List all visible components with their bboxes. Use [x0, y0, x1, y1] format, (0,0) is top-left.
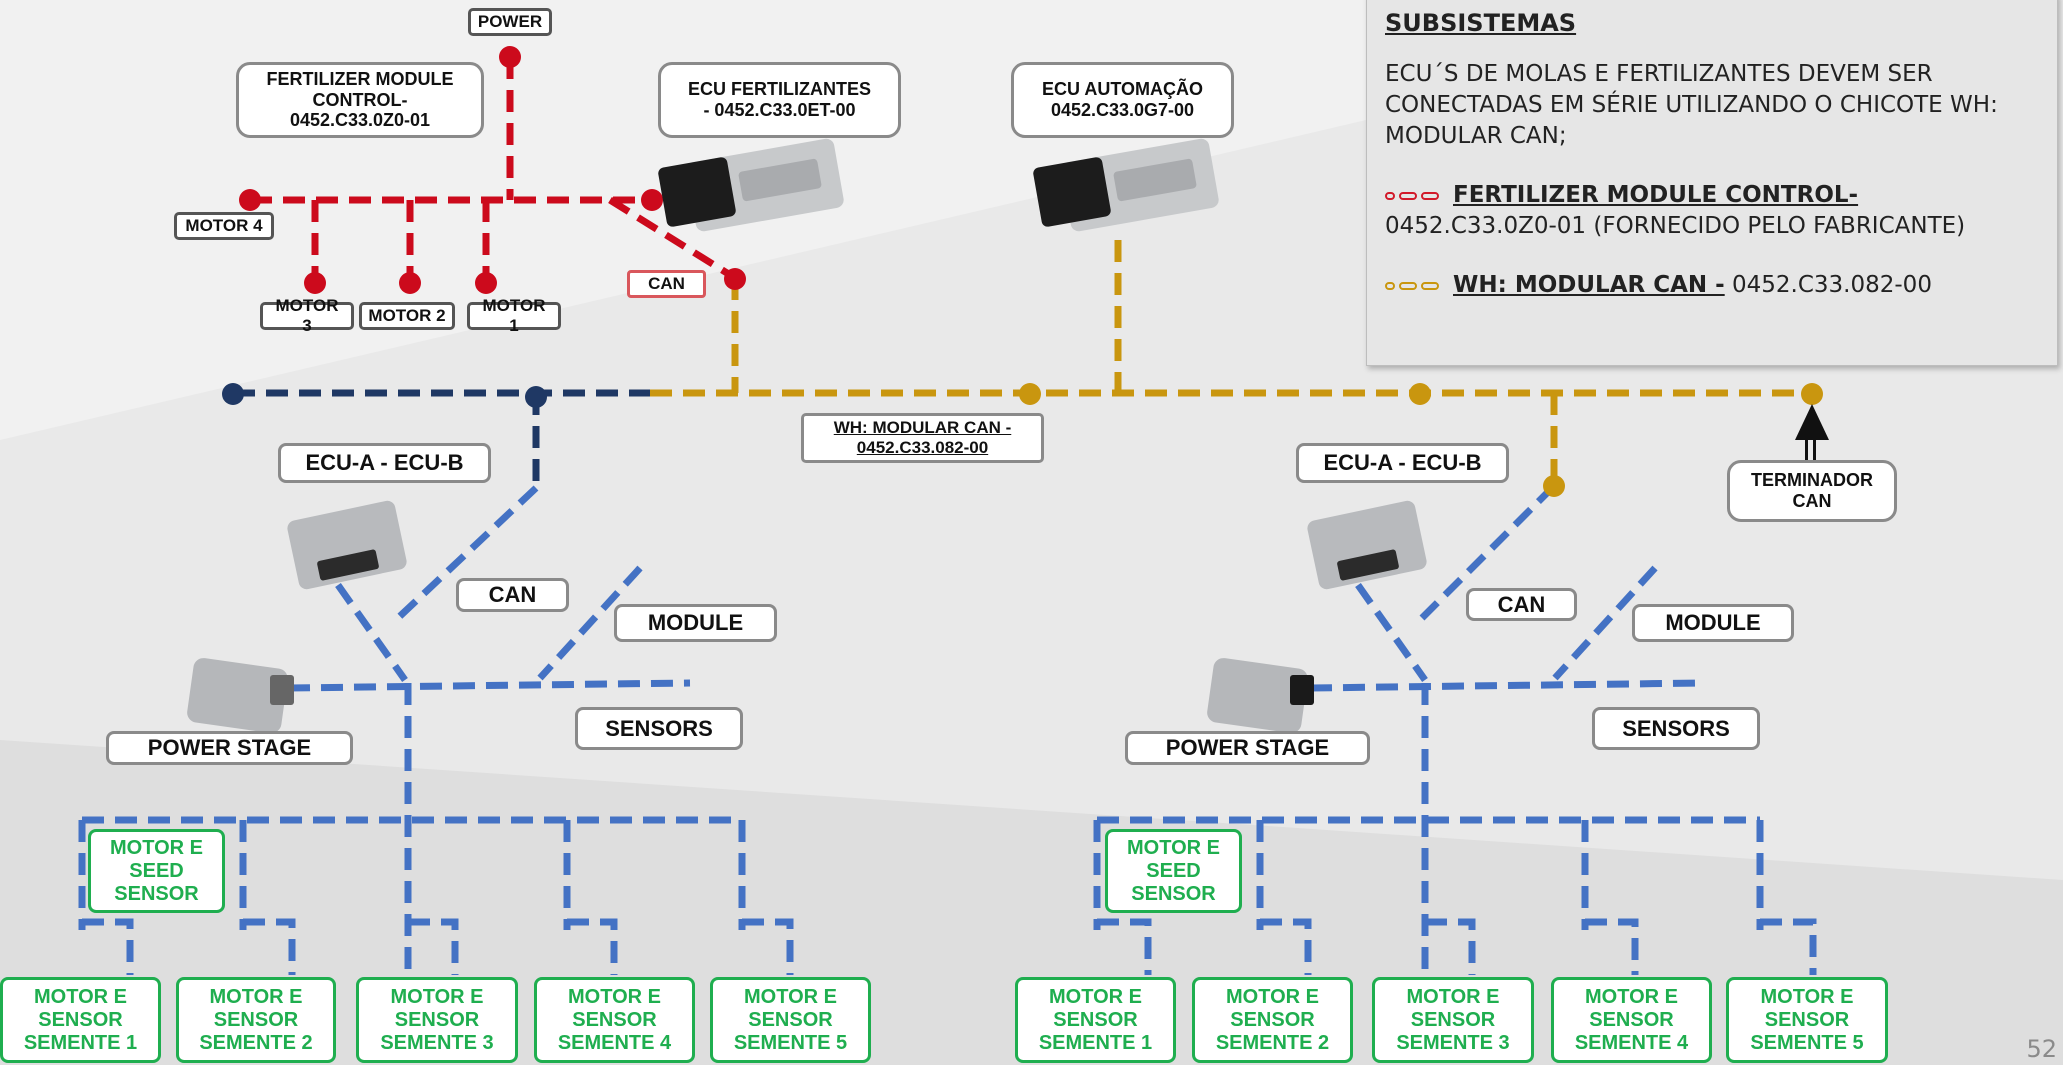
unit-2-harness: [1093, 483, 1817, 1020]
gold-harness-legend-icon: [1385, 281, 1439, 290]
unit-1-motor-sensor-1: MOTOR E SENSOR SEMENTE 1: [0, 977, 161, 1063]
ecu-fertilizantes-icon: [658, 138, 844, 232]
ecu-automacao-label: ECU AUTOMAÇÃO 0452.C33.0G7-00: [1011, 62, 1234, 138]
unit-1-seed-sensor-label: MOTOR E SEED SENSOR: [88, 829, 225, 913]
power-stage-icon: [187, 658, 294, 734]
unit-1-motor-sensor-4: MOTOR E SENSOR SEMENTE 4: [534, 977, 695, 1063]
unit-1-motor-sensor-5: MOTOR E SENSOR SEMENTE 5: [710, 977, 871, 1063]
unit-2-power-stage-label: POWER STAGE: [1125, 731, 1370, 765]
panel-body: ECU´S DE MOLAS E FERTILIZANTES DEVEM SER…: [1385, 61, 1998, 149]
ecu-fertilizantes-label: ECU FERTILIZANTES - 0452.C33.0ET-00: [658, 62, 901, 138]
ecu-a-b-icon: [1307, 500, 1427, 590]
unit-1-can-label: CAN: [456, 578, 569, 612]
terminador-can-label: TERMINADOR CAN: [1727, 460, 1897, 522]
unit-2-motor-sensor-2: MOTOR E SENSOR SEMENTE 2: [1192, 977, 1353, 1063]
page-number: 52: [2026, 1035, 2057, 1063]
ecu-a-b-icon: [287, 500, 407, 590]
unit-1-motor-sensor-3: MOTOR E SENSOR SEMENTE 3: [356, 977, 518, 1063]
unit-2-ecu-label: ECU-A - ECU-B: [1296, 443, 1509, 483]
junction-dots: [222, 46, 1823, 497]
unit-2-motor-sensor-5: MOTOR E SENSOR SEMENTE 5: [1726, 977, 1888, 1063]
motor-4-label: MOTOR 4: [174, 212, 274, 240]
unit-2-motor-sensor-3: MOTOR E SENSOR SEMENTE 3: [1372, 977, 1534, 1063]
wh-modular-can-label: WH: MODULAR CAN - 0452.C33.082-00: [801, 413, 1044, 463]
power-stage-icon: [1207, 658, 1314, 734]
unit-1-ecu-label: ECU-A - ECU-B: [278, 443, 491, 483]
unit-2-sensors-label: SENSORS: [1592, 707, 1760, 750]
motor-3-label: MOTOR 3: [260, 296, 354, 335]
motor-1-label: MOTOR 1: [467, 296, 561, 335]
unit-1-module-label: MODULE: [614, 604, 777, 642]
panel-title: SUBSISTEMAS: [1385, 9, 1577, 37]
motor-2-label: MOTOR 2: [359, 302, 455, 330]
ecu-link-harness: [233, 389, 650, 488]
unit-1-sensors-label: SENSORS: [575, 707, 743, 750]
terminator-arrow-icon: [1795, 404, 1829, 460]
can-label: CAN: [627, 270, 706, 298]
unit-1-harness: [78, 485, 794, 1020]
fertilizer-module-label: FERTILIZER MODULE CONTROL- 0452.C33.0Z0-…: [236, 62, 484, 138]
subsistemas-panel: SUBSISTEMAS ECU´S DE MOLAS E FERTILIZANT…: [1366, 0, 2058, 366]
unit-2-motor-sensor-1: MOTOR E SENSOR SEMENTE 1: [1015, 977, 1176, 1063]
unit-2-module-label: MODULE: [1632, 604, 1794, 642]
unit-1-power-stage-label: POWER STAGE: [106, 731, 353, 765]
ecu-automacao-icon: [1033, 138, 1219, 232]
fertilizer-module-harness: [250, 57, 737, 282]
unit-1-motor-sensor-2: MOTOR E SENSOR SEMENTE 2: [176, 977, 336, 1063]
legend-modular-can: WH: MODULAR CAN - 0452.C33.082-00: [1385, 270, 2039, 301]
legend-fertilizer: FERTILIZER MODULE CONTROL- 0452.C33.0Z0-…: [1385, 182, 1966, 239]
power-label: POWER: [468, 8, 552, 36]
modular-can-harness: [650, 240, 1812, 486]
unit-2-motor-sensor-4: MOTOR E SENSOR SEMENTE 4: [1551, 977, 1712, 1063]
unit-2-can-label: CAN: [1466, 588, 1577, 621]
unit-2-seed-sensor-label: MOTOR E SEED SENSOR: [1105, 829, 1242, 913]
red-harness-legend-icon: [1385, 191, 1439, 200]
